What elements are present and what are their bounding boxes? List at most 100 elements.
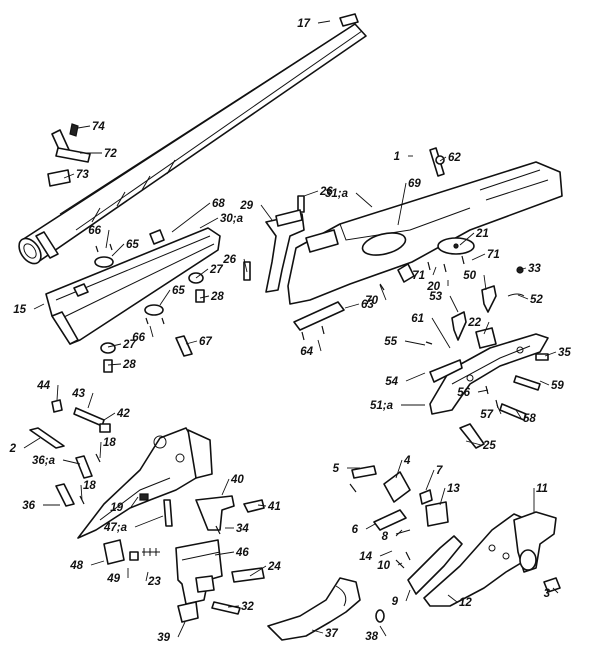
part-number-label: 11	[536, 483, 548, 495]
part-number-label: 51;a	[370, 400, 394, 412]
escutcheon-65	[94, 256, 114, 268]
part-number-label: 10	[377, 560, 390, 572]
part-number-label: 66	[132, 332, 145, 344]
part-number-label: 57	[480, 409, 493, 421]
leader-line	[63, 173, 75, 179]
part-number-label: 74	[92, 121, 105, 133]
part-number-label: 37	[325, 628, 338, 640]
part-number-label: 24	[267, 561, 281, 573]
leader-line	[355, 192, 373, 208]
trigger-plate	[429, 333, 549, 415]
forend	[45, 227, 221, 345]
leader-line	[483, 274, 487, 291]
part-number-label: 5	[333, 463, 340, 475]
leader-line	[107, 343, 122, 348]
part-number-label: 62	[448, 152, 461, 164]
leader-line	[465, 440, 482, 446]
leader-line	[103, 412, 116, 421]
part-number-label: 14	[359, 551, 372, 563]
part-number-label: 40	[230, 474, 244, 486]
part-number-label: 71	[412, 270, 425, 282]
part-number-label: 2	[9, 443, 17, 455]
leader-line	[214, 551, 235, 556]
part-number-label: 32	[241, 601, 254, 613]
rear-sight	[47, 123, 91, 187]
leader-line	[365, 523, 376, 530]
forend-tip	[149, 229, 165, 245]
part-number-label: 27	[122, 339, 136, 351]
leader-line	[515, 409, 522, 419]
plate-24	[231, 567, 265, 583]
part-number-label: 48	[69, 560, 83, 572]
part-number-label: 33	[528, 263, 541, 275]
part-number-label: 72	[104, 148, 117, 160]
leader-line	[395, 529, 403, 537]
part-number-label: 44	[36, 380, 50, 392]
part-number-label: 38	[365, 631, 378, 643]
part-number-label: 41	[267, 501, 281, 513]
part-number-label: 49	[106, 573, 120, 585]
leader-line	[397, 182, 407, 226]
leader-line	[159, 289, 171, 306]
part-number-label: 12	[459, 597, 472, 609]
part-number-label: 35	[558, 347, 571, 359]
part-number-label: 8	[382, 531, 389, 543]
part-number-label: 70	[365, 295, 378, 307]
part-number-label: 54	[385, 376, 398, 388]
leader-line	[249, 565, 267, 577]
leader-line	[77, 125, 91, 129]
part-number-label: 63	[361, 299, 374, 311]
part-number-label: 7	[436, 465, 443, 477]
leader-line	[317, 339, 322, 352]
leader-line	[227, 605, 240, 608]
part-number-label: 18	[103, 437, 116, 449]
leader-line	[405, 589, 411, 602]
leader-line	[99, 441, 102, 459]
leader-line	[395, 459, 403, 479]
part-number-label: 47;a	[103, 522, 128, 534]
leader-line	[459, 232, 475, 246]
part-number-label: 31;a	[325, 188, 349, 200]
part-number-label: 21	[475, 228, 489, 240]
part-number-label: 34	[236, 523, 249, 535]
part-number-label: 68	[212, 198, 225, 210]
part-number-label: 66	[88, 225, 101, 237]
leader-line	[379, 625, 387, 637]
part-number-label: 36;a	[32, 455, 56, 467]
leader-line	[33, 303, 45, 310]
leader-line	[517, 294, 529, 300]
leader-line	[539, 380, 550, 386]
leader-line	[439, 156, 447, 162]
leader-line	[317, 20, 331, 24]
part-number-label: 20	[426, 281, 440, 293]
leader-line	[449, 295, 459, 313]
leader-line	[483, 321, 490, 335]
part-number-label: 65	[126, 239, 139, 251]
trigger-housing	[475, 327, 497, 349]
trigger	[481, 285, 497, 313]
leader-line	[404, 340, 426, 346]
leader-line	[243, 258, 248, 273]
part-number-label: 27	[209, 264, 223, 276]
part-number-label: 56	[457, 387, 470, 399]
part-number-label: 52	[530, 294, 543, 306]
part-number-label: 9	[392, 596, 399, 608]
leader-line	[477, 389, 489, 393]
part-number-label: 4	[403, 455, 411, 467]
part-number-label: 64	[300, 346, 313, 358]
buttstock	[287, 147, 563, 305]
leader-line	[447, 594, 458, 603]
sling-swivel	[175, 335, 193, 357]
leader-line	[471, 253, 486, 261]
part-number-label: 36	[22, 500, 35, 512]
trigger-guard	[267, 577, 361, 641]
leader-line	[432, 266, 437, 276]
leader-line	[90, 560, 105, 566]
leader-line	[171, 202, 211, 233]
part-number-label: 18	[83, 480, 96, 492]
part-number-label: 22	[467, 317, 481, 329]
part-number-label: 28	[122, 359, 136, 371]
part-number-label: 29	[239, 200, 253, 212]
